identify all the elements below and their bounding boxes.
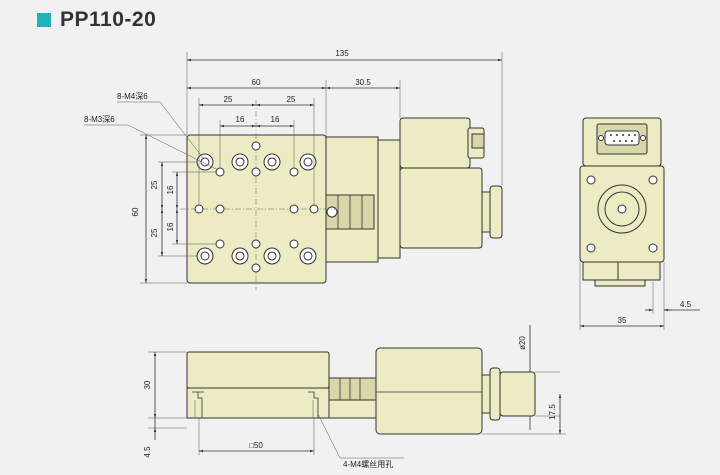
motor-knob: [489, 185, 503, 239]
dim-square-50: □50: [249, 441, 263, 450]
dim-17-5: 17.5: [548, 404, 557, 420]
motor-body: [399, 167, 483, 249]
dim-4-5-front: 4.5: [143, 446, 152, 458]
dim-135: 135: [335, 49, 349, 58]
motor-front: [375, 347, 483, 435]
db9-connector: [604, 130, 640, 146]
dim-16-right: 16: [271, 115, 280, 124]
dim-35: 35: [618, 316, 627, 325]
motor-connector-block: [399, 117, 471, 169]
dim-25-lower: 25: [150, 228, 159, 237]
callout-tap-holes: 4-M4螺丝用孔: [343, 459, 393, 469]
title-bar: PP110-20: [37, 8, 156, 32]
title-square-icon: [37, 13, 51, 27]
dim-30: 30: [143, 380, 152, 389]
lead-screw: [328, 377, 378, 401]
dim-4-5-side: 4.5: [680, 300, 692, 309]
dim-25-left: 25: [224, 95, 233, 104]
page-title: PP110-20: [60, 8, 157, 31]
dim-30-5: 30.5: [355, 78, 371, 87]
dim-60-left: 60: [131, 207, 140, 216]
front-view: 30 4.5 □50 ø20 17.5 4-M4螺丝用孔: [143, 325, 566, 469]
top-view: 135 60 30.5 25 25 16 16 8-M4深6 8-M3深6 6: [84, 49, 503, 290]
dim-16-lower: 16: [166, 222, 175, 231]
callout-m3: 8-M3深6: [84, 115, 115, 124]
dim-dia-20: ø20: [518, 336, 527, 350]
side-view: 35 4.5: [579, 117, 700, 330]
knob-front: [499, 371, 536, 417]
dim-16-left: 16: [236, 115, 245, 124]
callout-m4: 8-M4深6: [117, 92, 148, 101]
stage-table-front: [186, 351, 330, 389]
mounting-holes: [194, 141, 319, 273]
dim-60-top: 60: [252, 78, 261, 87]
dim-25-right: 25: [287, 95, 296, 104]
dim-16-upper: 16: [166, 185, 175, 194]
dim-25-upper: 25: [150, 180, 159, 189]
